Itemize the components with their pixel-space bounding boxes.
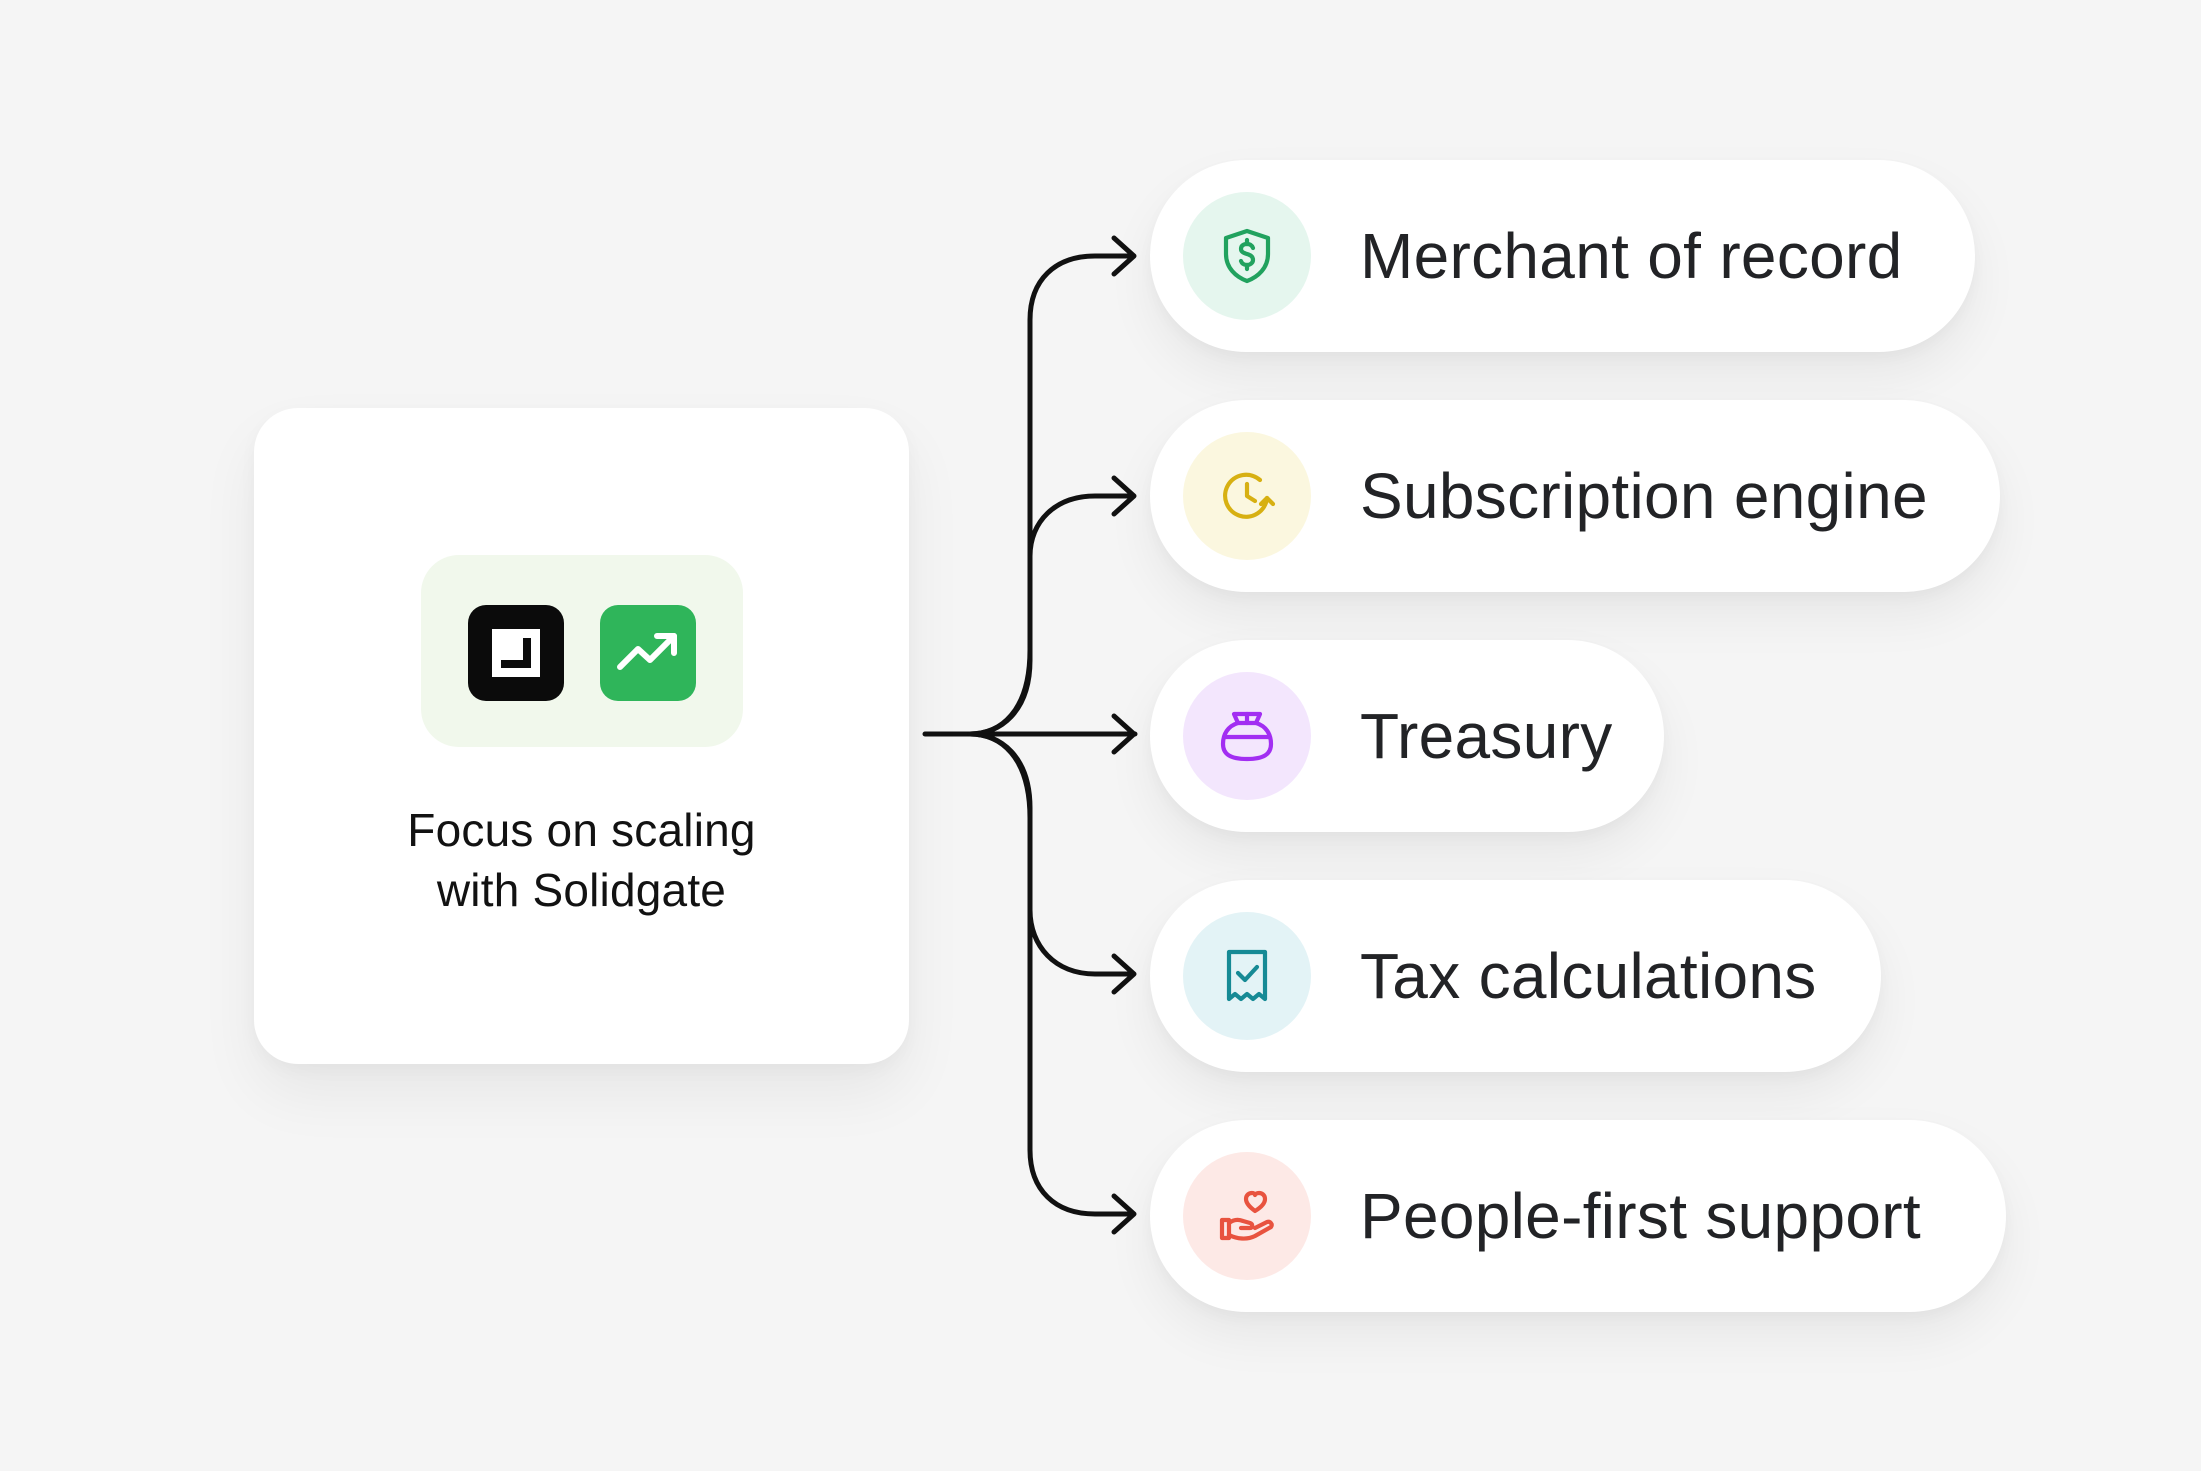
arrowhead-support (1111, 1193, 1137, 1235)
feature-pill-treasury: Treasury (1150, 640, 1664, 832)
money-bag-icon (1183, 672, 1311, 800)
source-caption-line1: Focus on scaling (407, 804, 756, 856)
feature-pill-tax-calculations: Tax calculations (1150, 880, 1881, 1072)
logo-tile (421, 555, 743, 747)
feature-label: Merchant of record (1360, 220, 1903, 292)
shield-dollar-icon (1183, 192, 1311, 320)
arrowhead-treasury (1111, 713, 1137, 755)
arrowhead-merchant (1111, 235, 1137, 277)
source-caption: Focus on scaling with Solidgate (294, 800, 869, 920)
receipt-check-icon (1183, 912, 1311, 1040)
connector-branch-subscription (967, 493, 1135, 737)
connector-branch-support (967, 731, 1135, 1217)
solidgate-logo-icon (468, 605, 564, 701)
arrowhead-subscription (1111, 475, 1137, 517)
hand-heart-icon (1183, 1152, 1311, 1280)
connector-branch-tax (967, 731, 1135, 977)
feature-pill-people-first-support: People-first support (1150, 1120, 2006, 1312)
feature-pill-subscription-engine: Subscription engine (1150, 400, 2000, 592)
feature-label: People-first support (1360, 1180, 1921, 1252)
feature-label: Subscription engine (1360, 460, 1928, 532)
arrowhead-tax (1111, 953, 1137, 995)
growth-trend-icon (600, 605, 696, 701)
source-card: Focus on scaling with Solidgate (254, 408, 909, 1064)
feature-pill-merchant-of-record: Merchant of record (1150, 160, 1975, 352)
source-caption-line2: with Solidgate (436, 864, 727, 916)
feature-label: Treasury (1360, 700, 1613, 772)
clock-refresh-icon (1183, 432, 1311, 560)
feature-label: Tax calculations (1360, 940, 1817, 1012)
